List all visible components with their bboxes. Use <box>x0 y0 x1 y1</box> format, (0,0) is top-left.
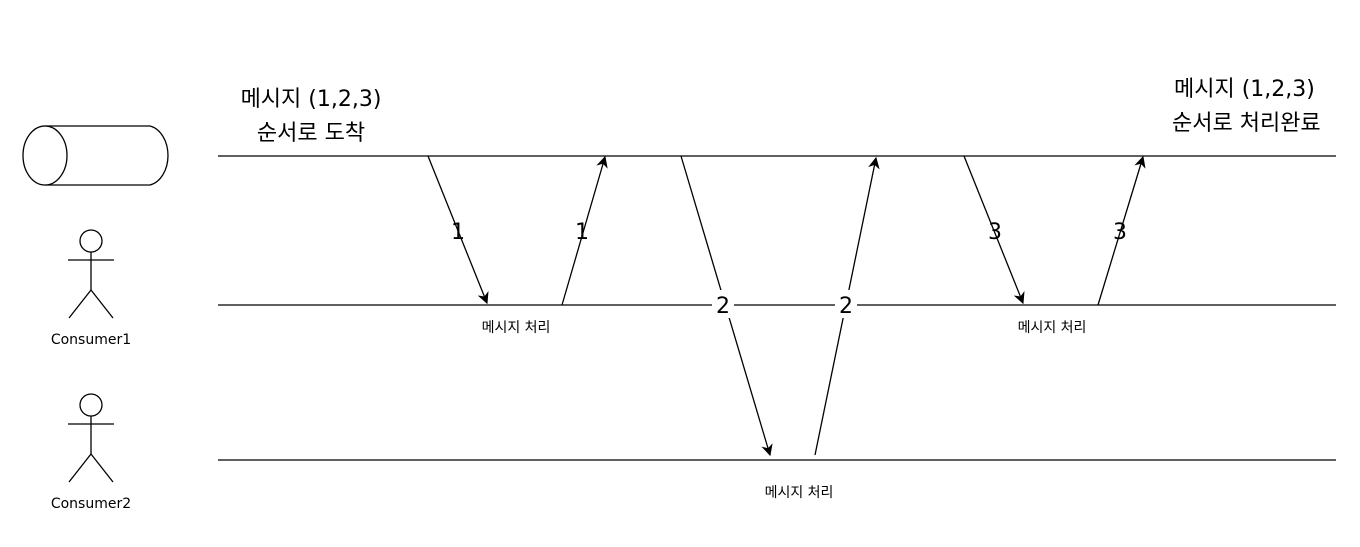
message3-ack-label: 3 <box>1113 220 1127 245</box>
arrival-header-line1: 메시지 (1,2,3) <box>241 87 382 112</box>
message1-delivery-label: 1 <box>451 220 465 245</box>
consumer1-processing-second: 메시지 처리 <box>1018 320 1087 336</box>
consumer1-processing-first: 메시지 처리 <box>482 320 551 336</box>
consumer2-label: Consumer2 <box>51 496 131 512</box>
message2-delivery-label-bg <box>712 290 734 318</box>
queue-cylinder-icon <box>22 125 169 186</box>
consumer1-actor-icon <box>68 229 114 319</box>
message3-delivery-arrow <box>963 155 1025 305</box>
message1-ack-label: 1 <box>575 220 589 245</box>
completion-header-line2: 순서로 처리완료 <box>1172 111 1321 136</box>
message3-delivery-label: 3 <box>988 220 1002 245</box>
message2-delivery-label: 2 <box>716 294 730 319</box>
arrival-header-line2: 순서로 도착 <box>257 121 365 146</box>
message2-ack-label: 2 <box>839 294 853 319</box>
consumer1-label: Consumer1 <box>51 332 131 348</box>
message2-ack-label-bg <box>835 290 857 318</box>
completion-header-line1: 메시지 (1,2,3) <box>1174 77 1315 102</box>
message1-ack-arrow <box>561 155 608 306</box>
message3-ack-arrow <box>1097 155 1146 306</box>
consumer2-actor-icon <box>68 393 114 483</box>
message1-delivery-arrow <box>427 155 489 305</box>
consumer2-processing: 메시지 처리 <box>765 485 834 501</box>
